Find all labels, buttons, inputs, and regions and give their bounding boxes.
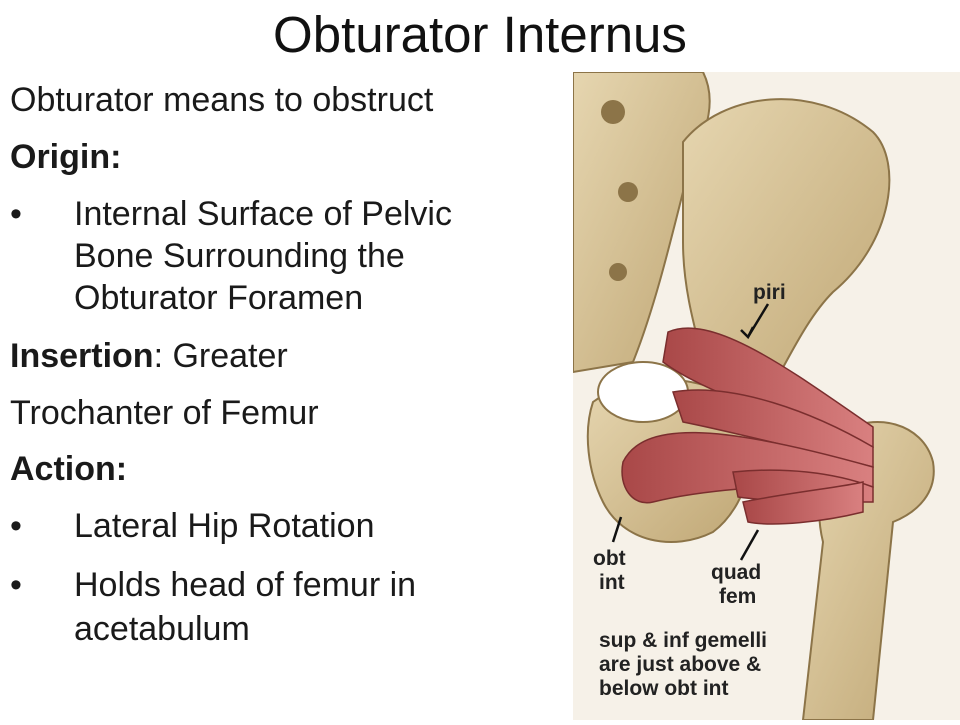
insertion-line-1: Insertion: Greater (10, 336, 288, 376)
pelvis-femur-illustration (572, 71, 960, 721)
label-obt: obt (593, 547, 626, 570)
label-int: int (599, 571, 625, 594)
label-note-line-2: are just above & (599, 653, 762, 676)
bullet-icon: • (10, 507, 22, 545)
obt-int-arrow (611, 516, 623, 543)
intro-text: Obturator means to obstruct (10, 81, 434, 119)
piri-arrow-head (740, 326, 755, 340)
bullet-icon: • (10, 566, 22, 604)
sacrum-bone (572, 71, 711, 374)
action-heading: Action: (10, 450, 128, 488)
label-note-line-1: sup & inf gemelli (599, 629, 768, 652)
sacral-foramen (601, 100, 625, 124)
quadratus-femoris-muscle (742, 481, 864, 525)
action-bullet-2-line-1: Holds head of femur in (74, 566, 417, 604)
origin-bullet-line-2: Bone Surrounding the (74, 237, 405, 275)
origin-heading: Origin: (10, 138, 122, 176)
label-note-line-3: below obt int (599, 677, 729, 700)
action-bullet-2-line-2: acetabulum (74, 610, 250, 648)
origin-bullet-line-1: Internal Surface of Pelvic (74, 195, 452, 233)
gemellus-superior-muscle (672, 389, 874, 468)
label-piri: piri (753, 281, 786, 304)
origin-bullet-line-3: Obturator Foramen (74, 279, 364, 317)
quad-fem-arrow (739, 529, 760, 561)
label-fem: fem (719, 585, 757, 608)
insertion-heading: Insertion (10, 337, 154, 375)
sacral-foramen (609, 263, 627, 281)
slide-title: Obturator Internus (273, 6, 687, 63)
insertion-text: : Greater (153, 337, 288, 375)
action-bullet-1-text: Lateral Hip Rotation (74, 507, 375, 545)
sacral-foramen (618, 182, 638, 202)
label-quad: quad (711, 561, 762, 584)
bullet-icon: • (10, 195, 22, 233)
anatomy-figure: piri obt int quad fem sup & inf gemelli … (572, 71, 960, 721)
insertion-line-2: Trochanter of Femur (10, 394, 319, 432)
